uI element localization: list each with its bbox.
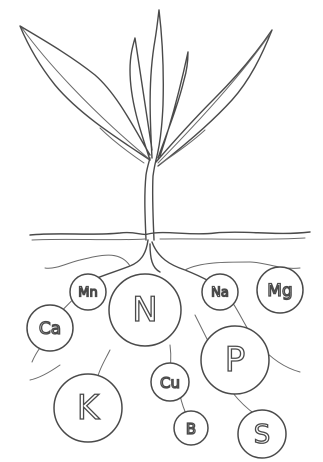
nutrient-n: N <box>109 274 181 346</box>
nutrient-label: N <box>132 290 157 330</box>
nutrient-label: S <box>254 420 271 450</box>
soil-line <box>30 232 310 235</box>
nutrient-label: K <box>77 388 101 428</box>
leaf-left <box>20 26 150 160</box>
leaf-center <box>150 10 163 160</box>
nutrient-b: B <box>174 411 208 445</box>
nutrient-mn: Mn <box>70 274 106 310</box>
nutrient-p: P <box>201 326 269 394</box>
nutrient-label: P <box>225 340 246 380</box>
nutrient-label: Na <box>211 286 229 301</box>
nutrient-label: B <box>186 420 196 438</box>
nutrient-na: Na <box>202 274 238 310</box>
nutrient-label: Ca <box>39 319 61 339</box>
nutrient-s: S <box>238 410 286 458</box>
nutrient-cu: Cu <box>151 363 189 401</box>
nutrient-mg: Mg <box>257 267 303 313</box>
nutrient-k: K <box>54 374 122 442</box>
plant-shoot <box>20 10 272 240</box>
nutrient-ca: Ca <box>27 305 73 351</box>
nutrient-label: Cu <box>160 374 180 392</box>
nutrient-label: Mg <box>267 281 292 301</box>
stem <box>145 158 150 240</box>
leaf-right <box>156 30 272 166</box>
nutrients: Mn Ca N Na Mg P Cu K <box>27 267 303 458</box>
nutrient-label: Mn <box>78 286 97 301</box>
